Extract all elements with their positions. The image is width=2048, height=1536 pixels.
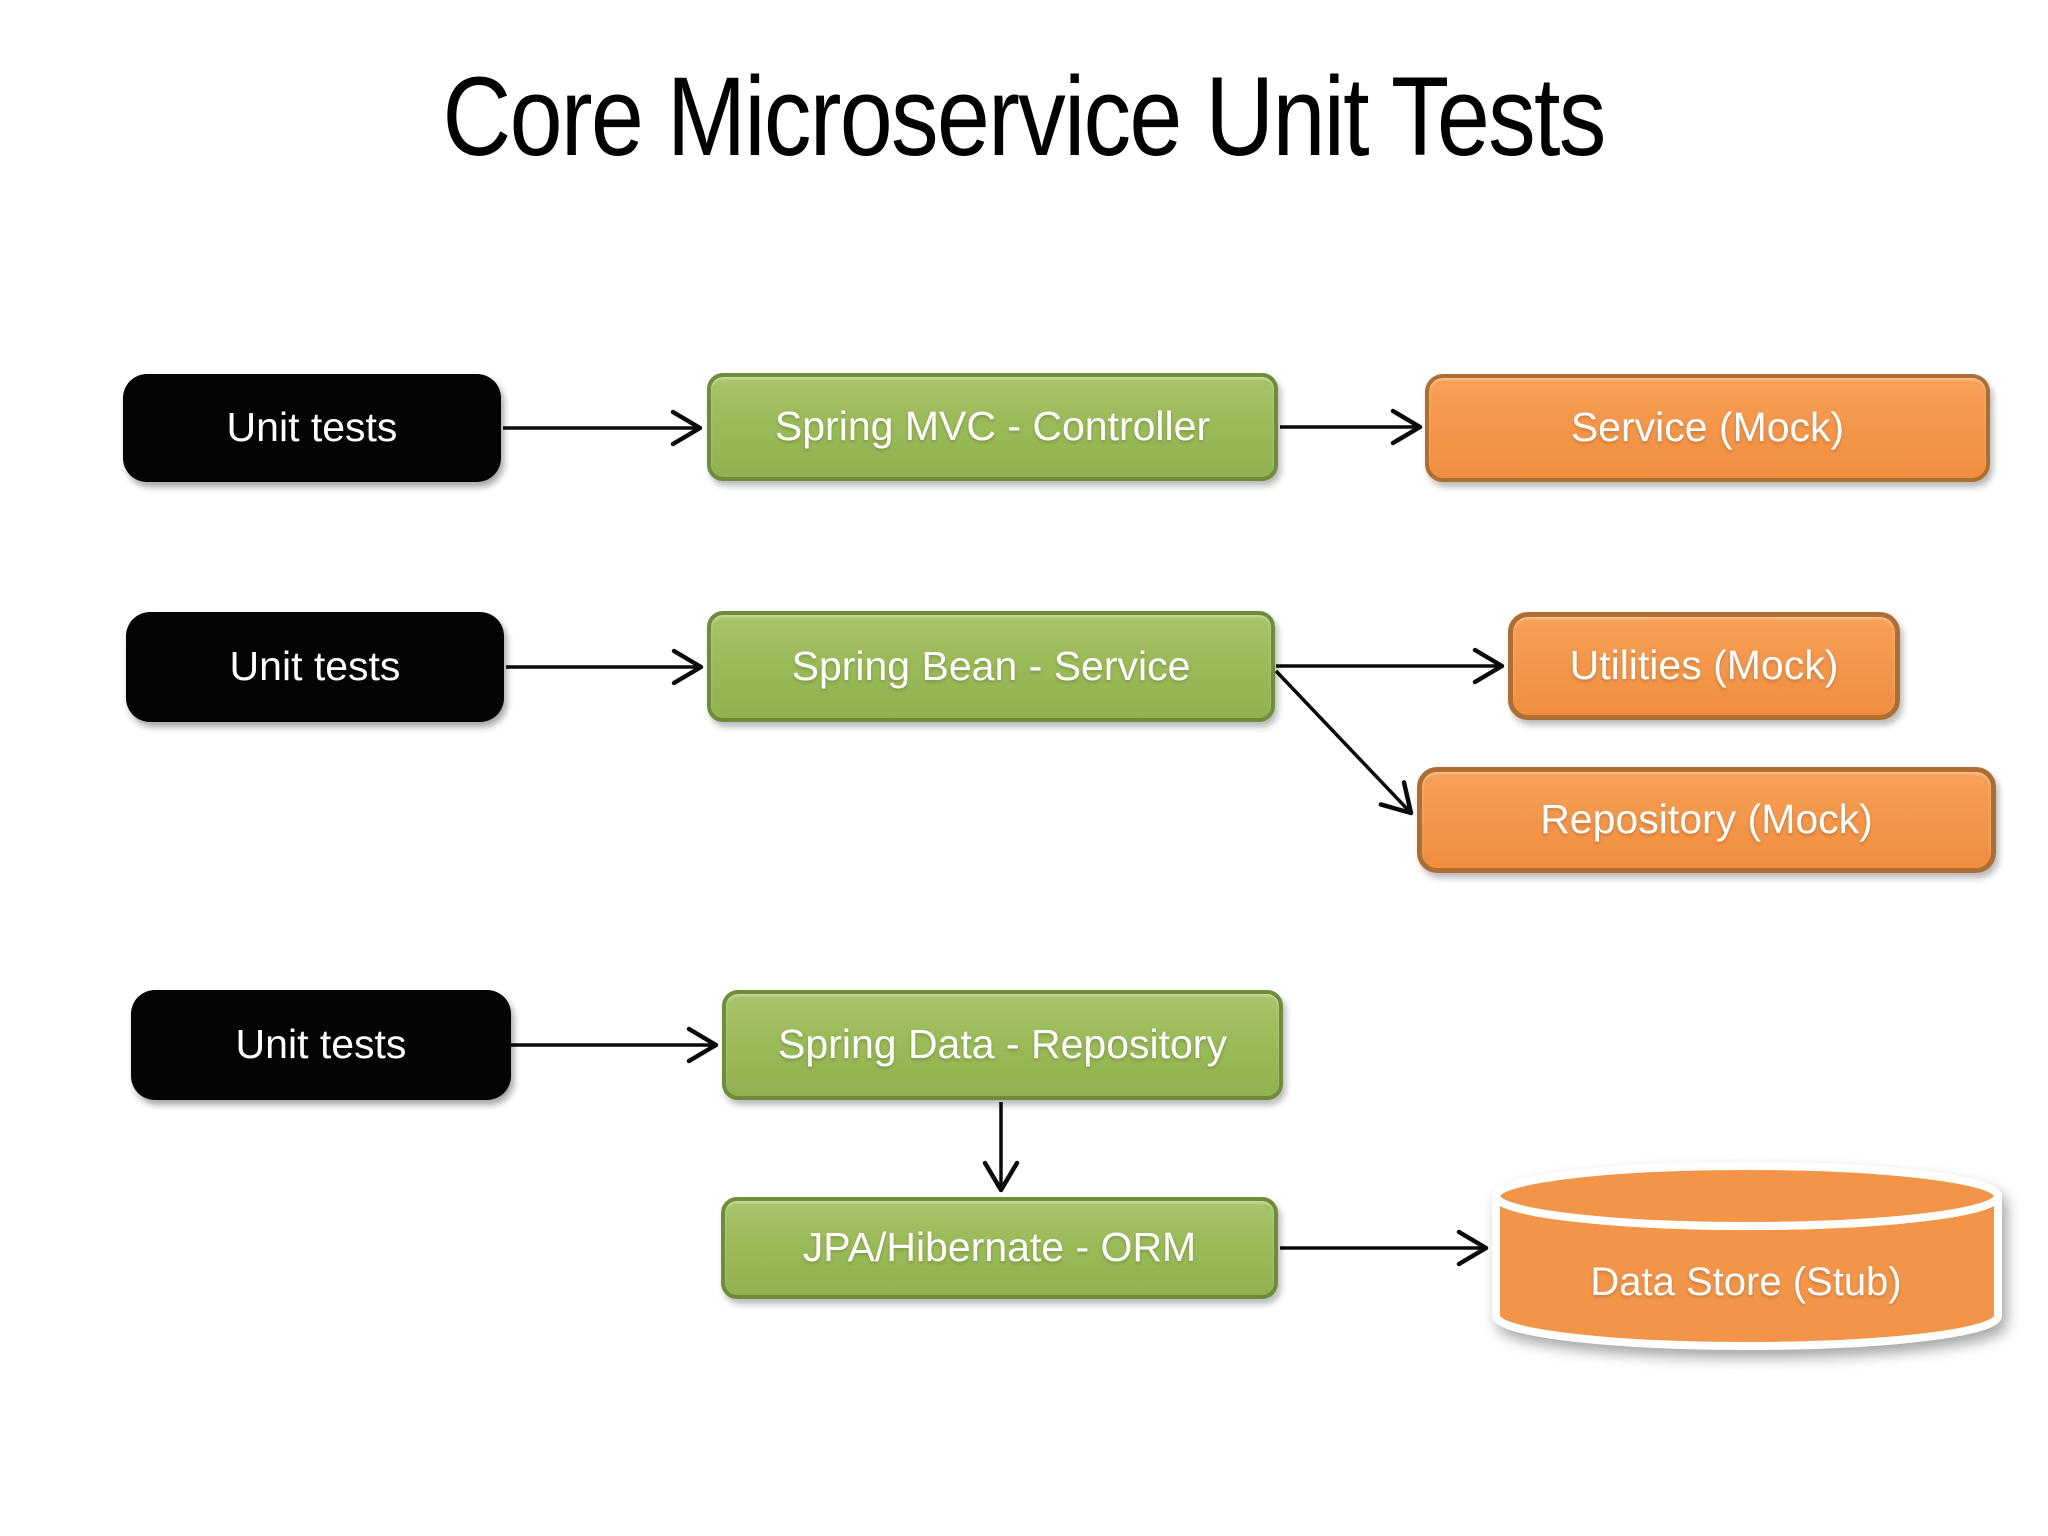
node-spring-bean-service: Spring Bean - Service	[707, 611, 1275, 722]
arrow-springbean-to-repositorymock	[1274, 669, 1414, 816]
node-unit-tests-1: Unit tests	[123, 374, 501, 482]
node-spring-mvc-controller-label: Spring MVC - Controller	[774, 403, 1211, 450]
node-spring-data-repository-label: Spring Data - Repository	[778, 1021, 1227, 1068]
node-unit-tests-2: Unit tests	[126, 612, 504, 722]
node-jpa-hibernate-orm-label: JPA/Hibernate - ORM	[802, 1224, 1197, 1271]
node-spring-bean-service-label: Spring Bean - Service	[791, 642, 1191, 689]
node-unit-tests-2-label: Unit tests	[229, 643, 401, 690]
node-repository-mock: Repository (Mock)	[1417, 767, 1996, 873]
node-unit-tests-3-label: Unit tests	[235, 1021, 407, 1068]
node-jpa-hibernate-orm: JPA/Hibernate - ORM	[721, 1197, 1278, 1299]
node-utilities-mock-label: Utilities (Mock)	[1569, 642, 1839, 689]
node-data-store-stub-label: Data Store (Stub)	[1590, 1259, 1902, 1304]
node-unit-tests-3: Unit tests	[131, 990, 511, 1100]
slide-title-text: Core Microservice Unit Tests	[442, 54, 1607, 179]
cylinder-top	[1492, 1162, 2002, 1230]
node-spring-data-repository: Spring Data - Repository	[722, 990, 1283, 1100]
slide-title: Core Microservice Unit Tests	[0, 52, 2048, 181]
node-unit-tests-1-label: Unit tests	[226, 404, 398, 451]
node-data-store-stub: Data Store (Stub)	[1496, 1238, 1996, 1326]
node-repository-mock-label: Repository (Mock)	[1540, 796, 1873, 843]
node-service-mock-label: Service (Mock)	[1570, 404, 1845, 451]
node-utilities-mock: Utilities (Mock)	[1508, 612, 1900, 720]
node-spring-mvc-controller: Spring MVC - Controller	[707, 373, 1278, 481]
node-service-mock: Service (Mock)	[1425, 374, 1990, 482]
data-store-cylinder	[1492, 1162, 2002, 1350]
